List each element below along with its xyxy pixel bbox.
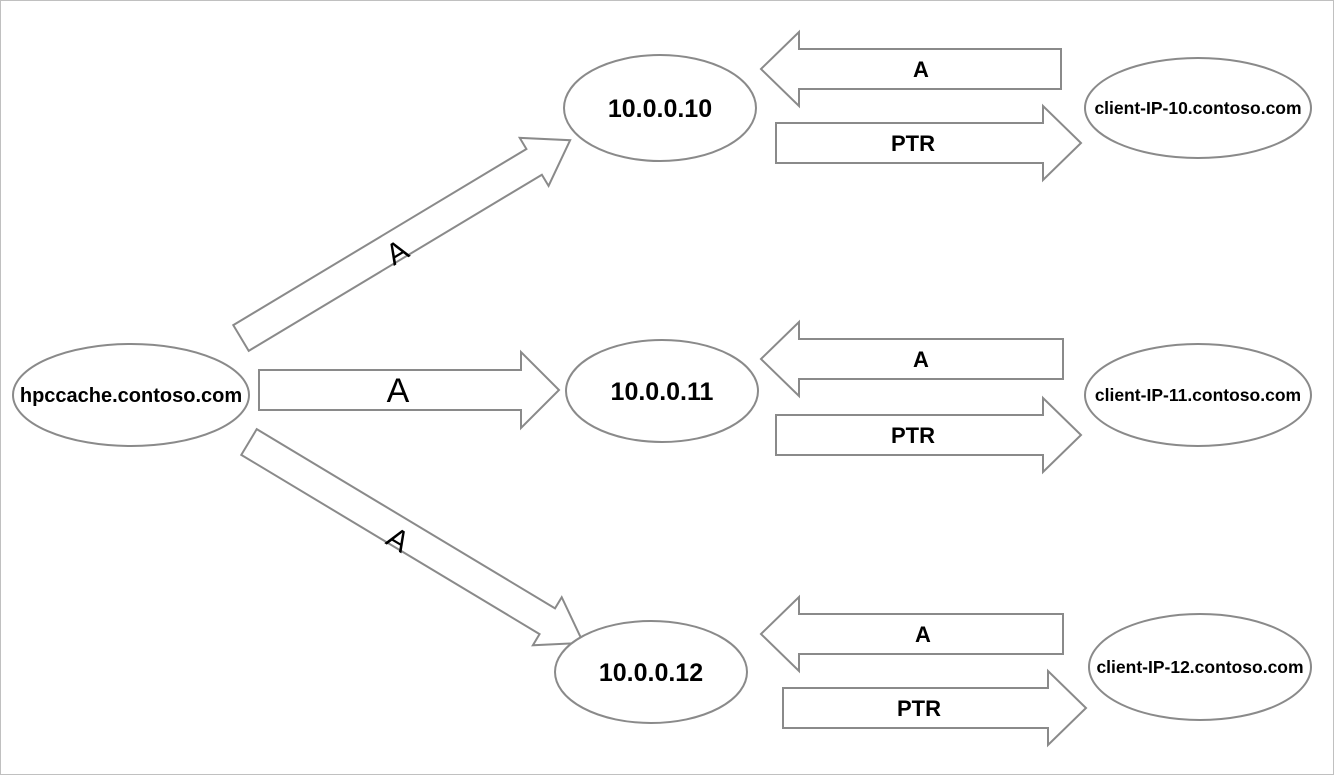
node-hpccache [12,343,250,447]
node-ip-12-label: 10.0.0.12 [599,659,703,687]
ptr-arrow-row2 [775,395,1083,475]
block-arrow-up-right [231,136,572,353]
node-ip-10-label: 10.0.0.10 [608,95,712,123]
reverse-a-arrow-row2-label: A [913,347,929,372]
reverse-a-arrow-row3-label: A [915,622,931,647]
node-ip-11 [565,339,759,443]
node-client-ip-12-label: client-IP-12.contoso.com [1096,657,1303,677]
node-ip-10 [563,54,757,162]
node-client-ip-11-label: client-IP-11.contoso.com [1095,385,1301,405]
node-client-ip-10 [1084,57,1312,159]
node-ip-12 [554,620,748,724]
ptr-arrow-row3 [782,668,1088,748]
node-client-ip-12 [1088,613,1312,721]
node-hpccache-label: hpccache.contoso.com [20,385,242,407]
ptr-arrow-row1-label: PTR [891,131,935,156]
forward-a-arrow-bottom: A [239,427,585,647]
ptr-arrow-row1 [775,103,1083,183]
ptr-arrow-row2-label: PTR [891,423,935,448]
node-client-ip-10-label: client-IP-10.contoso.com [1094,98,1301,118]
node-client-ip-11 [1084,343,1312,447]
block-arrow-down-right [239,427,585,647]
reverse-a-arrow-row3 [759,594,1064,674]
forward-a-arrow-middle: A [258,349,561,431]
reverse-a-arrow-row1 [759,29,1062,109]
reverse-a-arrow-row2 [759,319,1064,399]
reverse-a-arrow-row1-label: A [913,57,929,82]
ptr-arrow-row3-label: PTR [897,696,941,721]
block-arrow-right [258,349,561,431]
node-ip-11-label: 10.0.0.11 [611,378,714,406]
forward-a-arrow-middle-label: A [387,372,410,410]
forward-a-arrow-top: A [231,136,572,353]
